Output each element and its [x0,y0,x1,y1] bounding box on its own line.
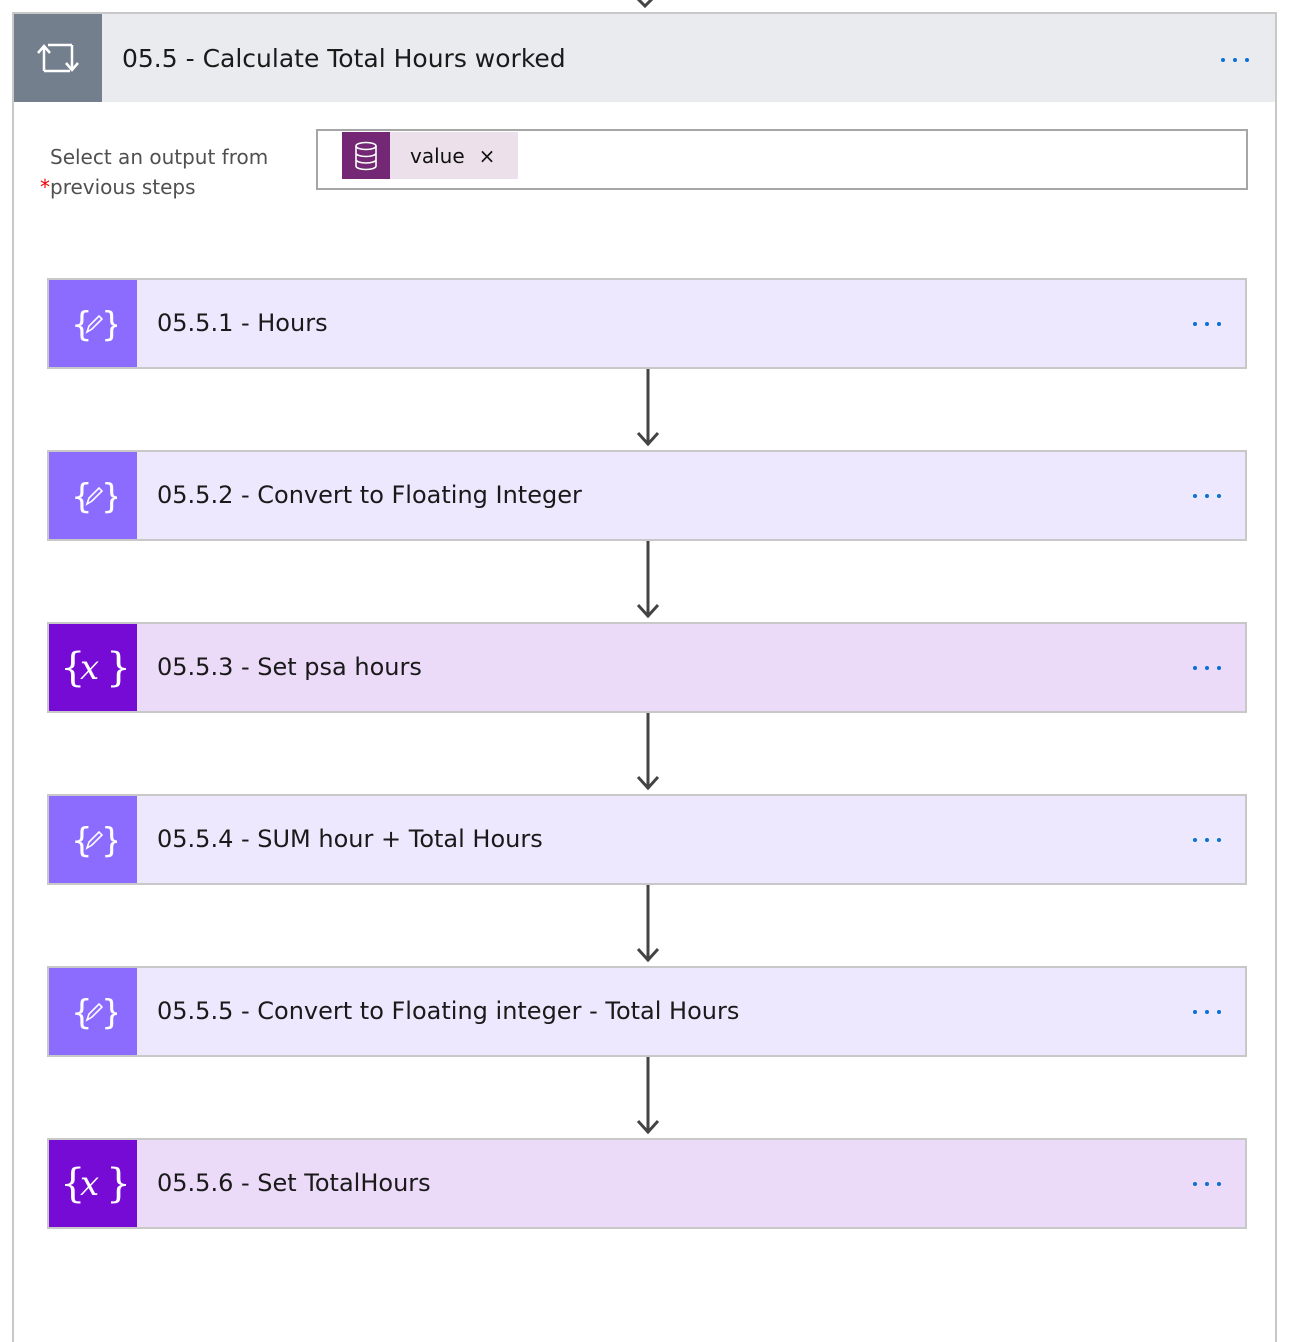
variable-icon: {x} [49,624,137,711]
action-title: 05.5.3 - Set psa hours [157,653,422,681]
svg-text:x: x [80,1164,99,1204]
more-options-icon[interactable] [1193,1010,1221,1014]
database-icon [342,132,390,179]
action-title: 05.5.6 - Set TotalHours [157,1169,431,1197]
more-options-icon[interactable] [1193,666,1221,670]
variable-icon: {x} [49,1140,137,1227]
compose-action-card[interactable]: {} 05.5.1 - Hours [47,278,1247,369]
apply-to-each-scope: 05.5 - Calculate Total Hours worked *Sel… [12,12,1277,1342]
svg-text:{: { [71,305,93,345]
action-title: 05.5.1 - Hours [157,309,328,337]
action-title: 05.5.4 - SUM hour + Total Hours [157,825,543,853]
more-options-icon[interactable] [1221,58,1249,62]
variable-action-card[interactable]: {x} 05.5.3 - Set psa hours [47,622,1247,713]
svg-text:{: { [60,645,85,691]
connector-arrow-icon [636,1057,660,1135]
more-options-icon[interactable] [1193,1182,1221,1186]
more-options-icon[interactable] [1193,494,1221,498]
svg-text:}: } [106,645,126,691]
more-options-icon[interactable] [1193,322,1221,326]
svg-text:}: } [101,305,117,345]
scope-title: 05.5 - Calculate Total Hours worked [122,44,566,73]
connector-arrow-icon [636,713,660,791]
action-title: 05.5.5 - Convert to Floating integer - T… [157,997,740,1025]
compose-action-card[interactable]: {} 05.5.4 - SUM hour + Total Hours [47,794,1247,885]
svg-text:}: } [101,477,117,517]
svg-text:{: { [71,477,93,517]
more-options-icon[interactable] [1193,838,1221,842]
svg-text:{: { [71,821,93,861]
compose-icon: {} [49,796,137,883]
field-label: *Select an output from previous steps [40,145,269,199]
connector-arrow-icon [636,885,660,963]
compose-action-card[interactable]: {} 05.5.2 - Convert to Floating Integer [47,450,1247,541]
value-token[interactable]: value × [342,132,518,179]
svg-text:{: { [60,1161,85,1207]
action-title: 05.5.2 - Convert to Floating Integer [157,481,582,509]
connector-arrow-icon [636,369,660,447]
required-marker: * [40,175,50,199]
loop-icon [14,14,102,102]
svg-text:{: { [71,993,93,1033]
variable-action-card[interactable]: {x} 05.5.6 - Set TotalHours [47,1138,1247,1229]
compose-action-card[interactable]: {} 05.5.5 - Convert to Floating integer -… [47,966,1247,1057]
remove-token-button[interactable]: × [478,143,496,168]
connector-arrow-icon [636,0,654,9]
compose-icon: {} [49,452,137,539]
token-label: value [410,143,465,168]
compose-icon: {} [49,280,137,367]
svg-text:}: } [101,993,117,1033]
connector-arrow-icon [636,541,660,619]
svg-text:}: } [106,1161,126,1207]
output-select-input[interactable]: value × [316,129,1248,190]
compose-icon: {} [49,968,137,1055]
svg-text:x: x [80,648,99,688]
svg-text:}: } [101,821,117,861]
scope-header[interactable]: 05.5 - Calculate Total Hours worked [14,14,1275,102]
